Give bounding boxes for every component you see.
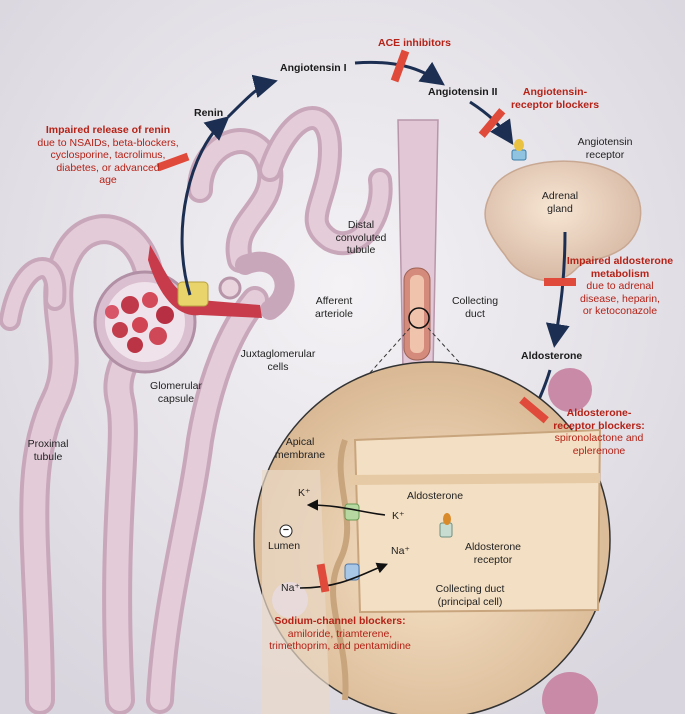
renin-release-title: Impaired release of renin (45, 124, 171, 136)
sodium-channel-blockers-note: Sodium-channel blockers: amiloride, tria… (240, 615, 440, 653)
lumen-label: Lumen (268, 540, 301, 552)
apical-membrane-label: Apical membrane (270, 436, 330, 461)
block-bars (156, 49, 576, 593)
aldo-metabolism-note: Impaired aldosterone metabolism due to a… (560, 255, 680, 318)
distal-tubule-line: convoluted (335, 231, 387, 244)
aldo-receptor-blockers-note: Aldosterone- receptor blockers: spironol… (540, 407, 658, 457)
aldo-metab-title-line: Impaired aldosterone (566, 255, 674, 267)
sodium-channel-title: Sodium-channel blockers: (274, 615, 406, 627)
k-plus-cell-label: K⁺ (392, 510, 405, 522)
block-bar-aldo-receptor (519, 396, 549, 424)
glomerular-capsule-label: Glomerular capsule (136, 380, 216, 405)
block-bar-renin (156, 152, 190, 172)
afferent-arteriole-line: Afferent (315, 295, 353, 307)
glomerular-capsule-line: capsule (157, 392, 195, 405)
block-bar-aldo-metabolism (544, 278, 576, 286)
juxtaglomerular-line: cells (267, 360, 289, 373)
aldosterone-label: Aldosterone (521, 350, 583, 362)
sodium-channel-line: trimethoprim, and pentamidine (269, 640, 411, 652)
adrenal-gland-label: Adrenal gland (530, 190, 590, 215)
inset-aldosterone-label: Aldosterone (407, 490, 464, 502)
collecting-duct-label: Collecting duct (440, 295, 510, 320)
distal-tubule-line: tubule (346, 244, 376, 256)
principal-cell-label: Collecting duct (principal cell) (420, 583, 520, 608)
zoom-circle (408, 307, 430, 329)
angiotensin-receptor-line: receptor (585, 148, 625, 161)
sodium-channel-line: amiloride, triamterene, (287, 627, 393, 640)
arb-title-line: receptor blockers (510, 98, 600, 111)
glomerular-capsule-line: Glomerular (150, 380, 202, 392)
angiotensin2-label: Angiotensin II (428, 86, 498, 98)
block-bar-sodium-channel (316, 563, 330, 593)
aldosterone-receptor-line: receptor (473, 553, 513, 566)
angiotensin-receptor-line: Angiotensin (577, 136, 633, 148)
renin-label: Renin (194, 107, 224, 119)
renin-release-line: age (99, 174, 117, 186)
aldo-metab-line: disease, heparin, (580, 292, 660, 305)
juxtaglomerular-label: Juxtaglomerular cells (228, 348, 328, 373)
renin-release-note: Impaired release of renin due to NSAIDs,… (28, 124, 188, 187)
adrenal-gland-line: Adrenal (541, 190, 579, 202)
block-bar-ace (390, 49, 410, 83)
aldo-receptor-title-line: receptor blockers: (553, 419, 645, 432)
glomerulus (93, 245, 262, 374)
distal-tubule-line: Distal (347, 219, 375, 231)
ion-arrows (299, 499, 388, 589)
ace-inhibitors-label: ACE inhibitors (378, 37, 451, 49)
adrenal-gland-shape (484, 139, 642, 282)
cell-inset (253, 361, 611, 714)
principal-cell-line: Collecting duct (435, 583, 505, 595)
apical-membrane-line: Apical (285, 436, 315, 448)
collecting-duct-line: Collecting (451, 295, 499, 307)
aldo-metab-line: or ketoconazole (582, 305, 658, 317)
na-plus-lumen-label: Na⁺ (281, 582, 300, 594)
arb-note: Angiotensin- receptor blockers (500, 86, 610, 111)
na-plus-cell-label: Na⁺ (391, 545, 410, 557)
aldo-metab-title-line: metabolism (590, 267, 650, 280)
principal-cell-line: (principal cell) (437, 595, 503, 608)
aldo-receptor-title-line: Aldosterone- (566, 407, 632, 419)
k-plus-lumen-label: K⁺ (298, 487, 311, 499)
aldo-metab-line: due to adrenal (586, 280, 654, 292)
angiotensin1-label: Angiotensin I (280, 62, 347, 74)
afferent-arteriole-line: arteriole (315, 307, 353, 320)
collecting-duct-line: duct (465, 307, 485, 320)
proximal-tubule-label: Proximal tubule (18, 438, 78, 463)
aldosterone-receptor-label: Aldosterone receptor (453, 541, 533, 566)
aldo-receptor-line: spironolactone and (554, 432, 644, 444)
apical-membrane-line: membrane (274, 448, 326, 461)
afferent-arteriole-label: Afferent arteriole (304, 295, 364, 320)
angiotensin-receptor-label: Angiotensin receptor (560, 136, 650, 161)
renin-release-line: due to NSAIDs, beta-blockers, (37, 136, 179, 149)
juxtaglomerular-line: Juxtaglomerular (240, 348, 316, 360)
distal-tubule-label: Distal convoluted tubule (326, 219, 396, 257)
lumen-negative-sign: − (282, 524, 290, 536)
aldosterone-receptor-line: Aldosterone (464, 541, 522, 553)
proximal-tubule-line: tubule (33, 450, 63, 463)
adrenal-gland-line: gland (547, 202, 573, 215)
renin-release-line: cyclosporine, tacrolimus, (50, 149, 166, 161)
nephron (0, 106, 393, 714)
arb-title-line: Angiotensin- (522, 86, 588, 98)
proximal-tubule-line: Proximal (27, 438, 69, 450)
aldo-receptor-line: eplerenone (572, 444, 626, 457)
block-bar-arb (478, 108, 506, 138)
renin-release-line: diabetes, or advanced (56, 161, 160, 174)
